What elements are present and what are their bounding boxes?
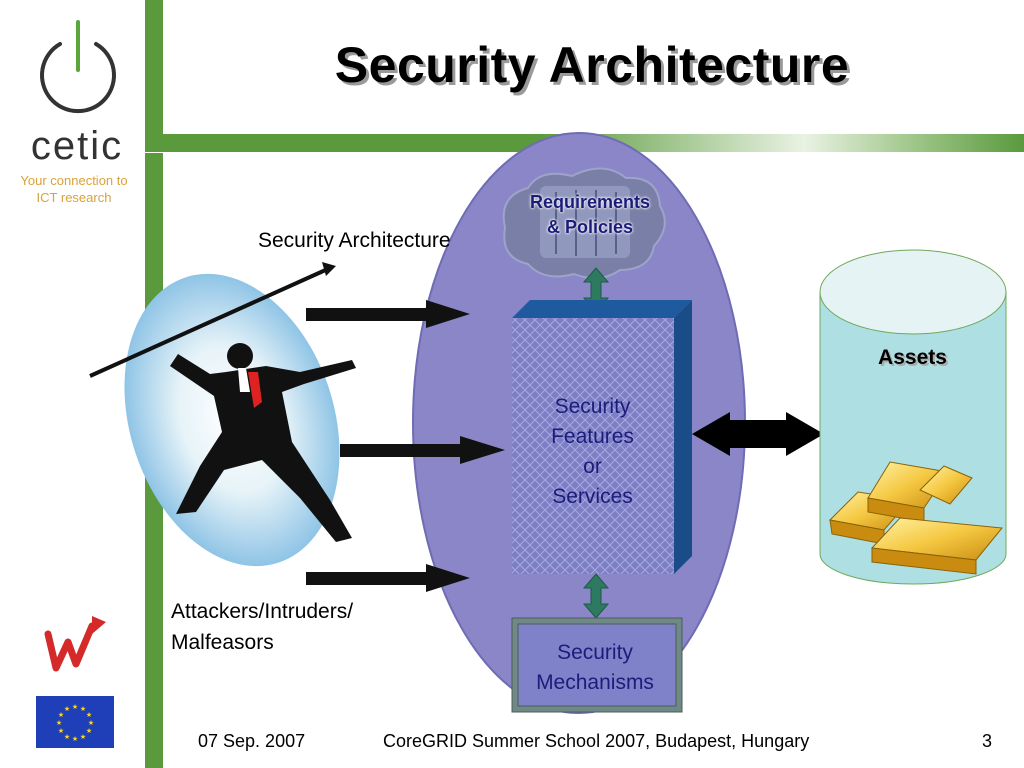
gold-bars-icon <box>828 461 1003 575</box>
svg-text:★: ★ <box>56 719 62 727</box>
svg-text:★: ★ <box>80 705 86 713</box>
security-architecture-label: Security Architecture <box>258 229 451 252</box>
svg-text:★: ★ <box>64 705 70 713</box>
attackers-label: Attackers/Intruders/ Malfeasors <box>171 596 353 658</box>
assets-double-arrow <box>692 412 824 456</box>
requirements-policies-image <box>502 167 666 280</box>
svg-text:★: ★ <box>72 703 78 711</box>
mechanisms-label-line1: Security <box>557 641 633 664</box>
attackers-label-line2: Malfeasors <box>171 631 274 654</box>
slide-title: Security Architecture <box>334 37 850 93</box>
red-w-logo-icon <box>44 616 106 672</box>
attacker-figure-icon <box>89 262 356 542</box>
logo-tagline-line2: ICT research <box>36 190 112 205</box>
svg-text:★: ★ <box>88 719 94 727</box>
requirements-label-line1: Requirements <box>529 192 651 212</box>
features-label-line1: Security <box>554 395 631 418</box>
features-label-line2: Features <box>551 425 634 448</box>
footer-date: 07 Sep. 2007 <box>198 731 306 751</box>
logo-tagline-line1: Your connection to <box>20 173 128 188</box>
security-mechanisms-box <box>511 617 683 713</box>
attack-arrow-bottom <box>306 564 470 592</box>
cetic-logo-icon <box>40 20 116 114</box>
svg-text:★: ★ <box>80 733 86 741</box>
eu-flag-icon: ★★★ ★★★ ★★★ ★★★ <box>36 696 114 748</box>
svg-text:★: ★ <box>58 711 64 719</box>
attackers-label-line1: Attackers/Intruders/ <box>171 600 354 623</box>
security-features-label: Security Features or Services <box>520 392 665 512</box>
attack-arrow-top <box>306 300 470 328</box>
features-label-line4: Services <box>552 485 633 508</box>
svg-text:★: ★ <box>86 711 92 719</box>
svg-text:★: ★ <box>64 733 70 741</box>
requirements-label-line2: & Policies <box>546 217 634 237</box>
logo-tagline: Your connection to ICT research <box>6 172 142 206</box>
footer-page-number: 3 <box>982 731 993 751</box>
attack-arrow-middle <box>340 436 505 464</box>
security-mechanisms-label: Security Mechanisms <box>515 638 675 698</box>
mechanisms-label-line2: Mechanisms <box>536 671 654 694</box>
requirements-label: Requirements & Policies <box>500 190 680 240</box>
security-features-box <box>512 300 692 574</box>
logo-wordmark: cetic <box>30 124 124 168</box>
svg-text:★: ★ <box>58 727 64 735</box>
assets-label: Assets <box>878 346 947 369</box>
footer-event: CoreGRID Summer School 2007, Budapest, H… <box>383 731 810 751</box>
svg-text:★: ★ <box>86 727 92 735</box>
features-label-line3: or <box>583 455 602 478</box>
svg-text:★: ★ <box>72 735 78 743</box>
